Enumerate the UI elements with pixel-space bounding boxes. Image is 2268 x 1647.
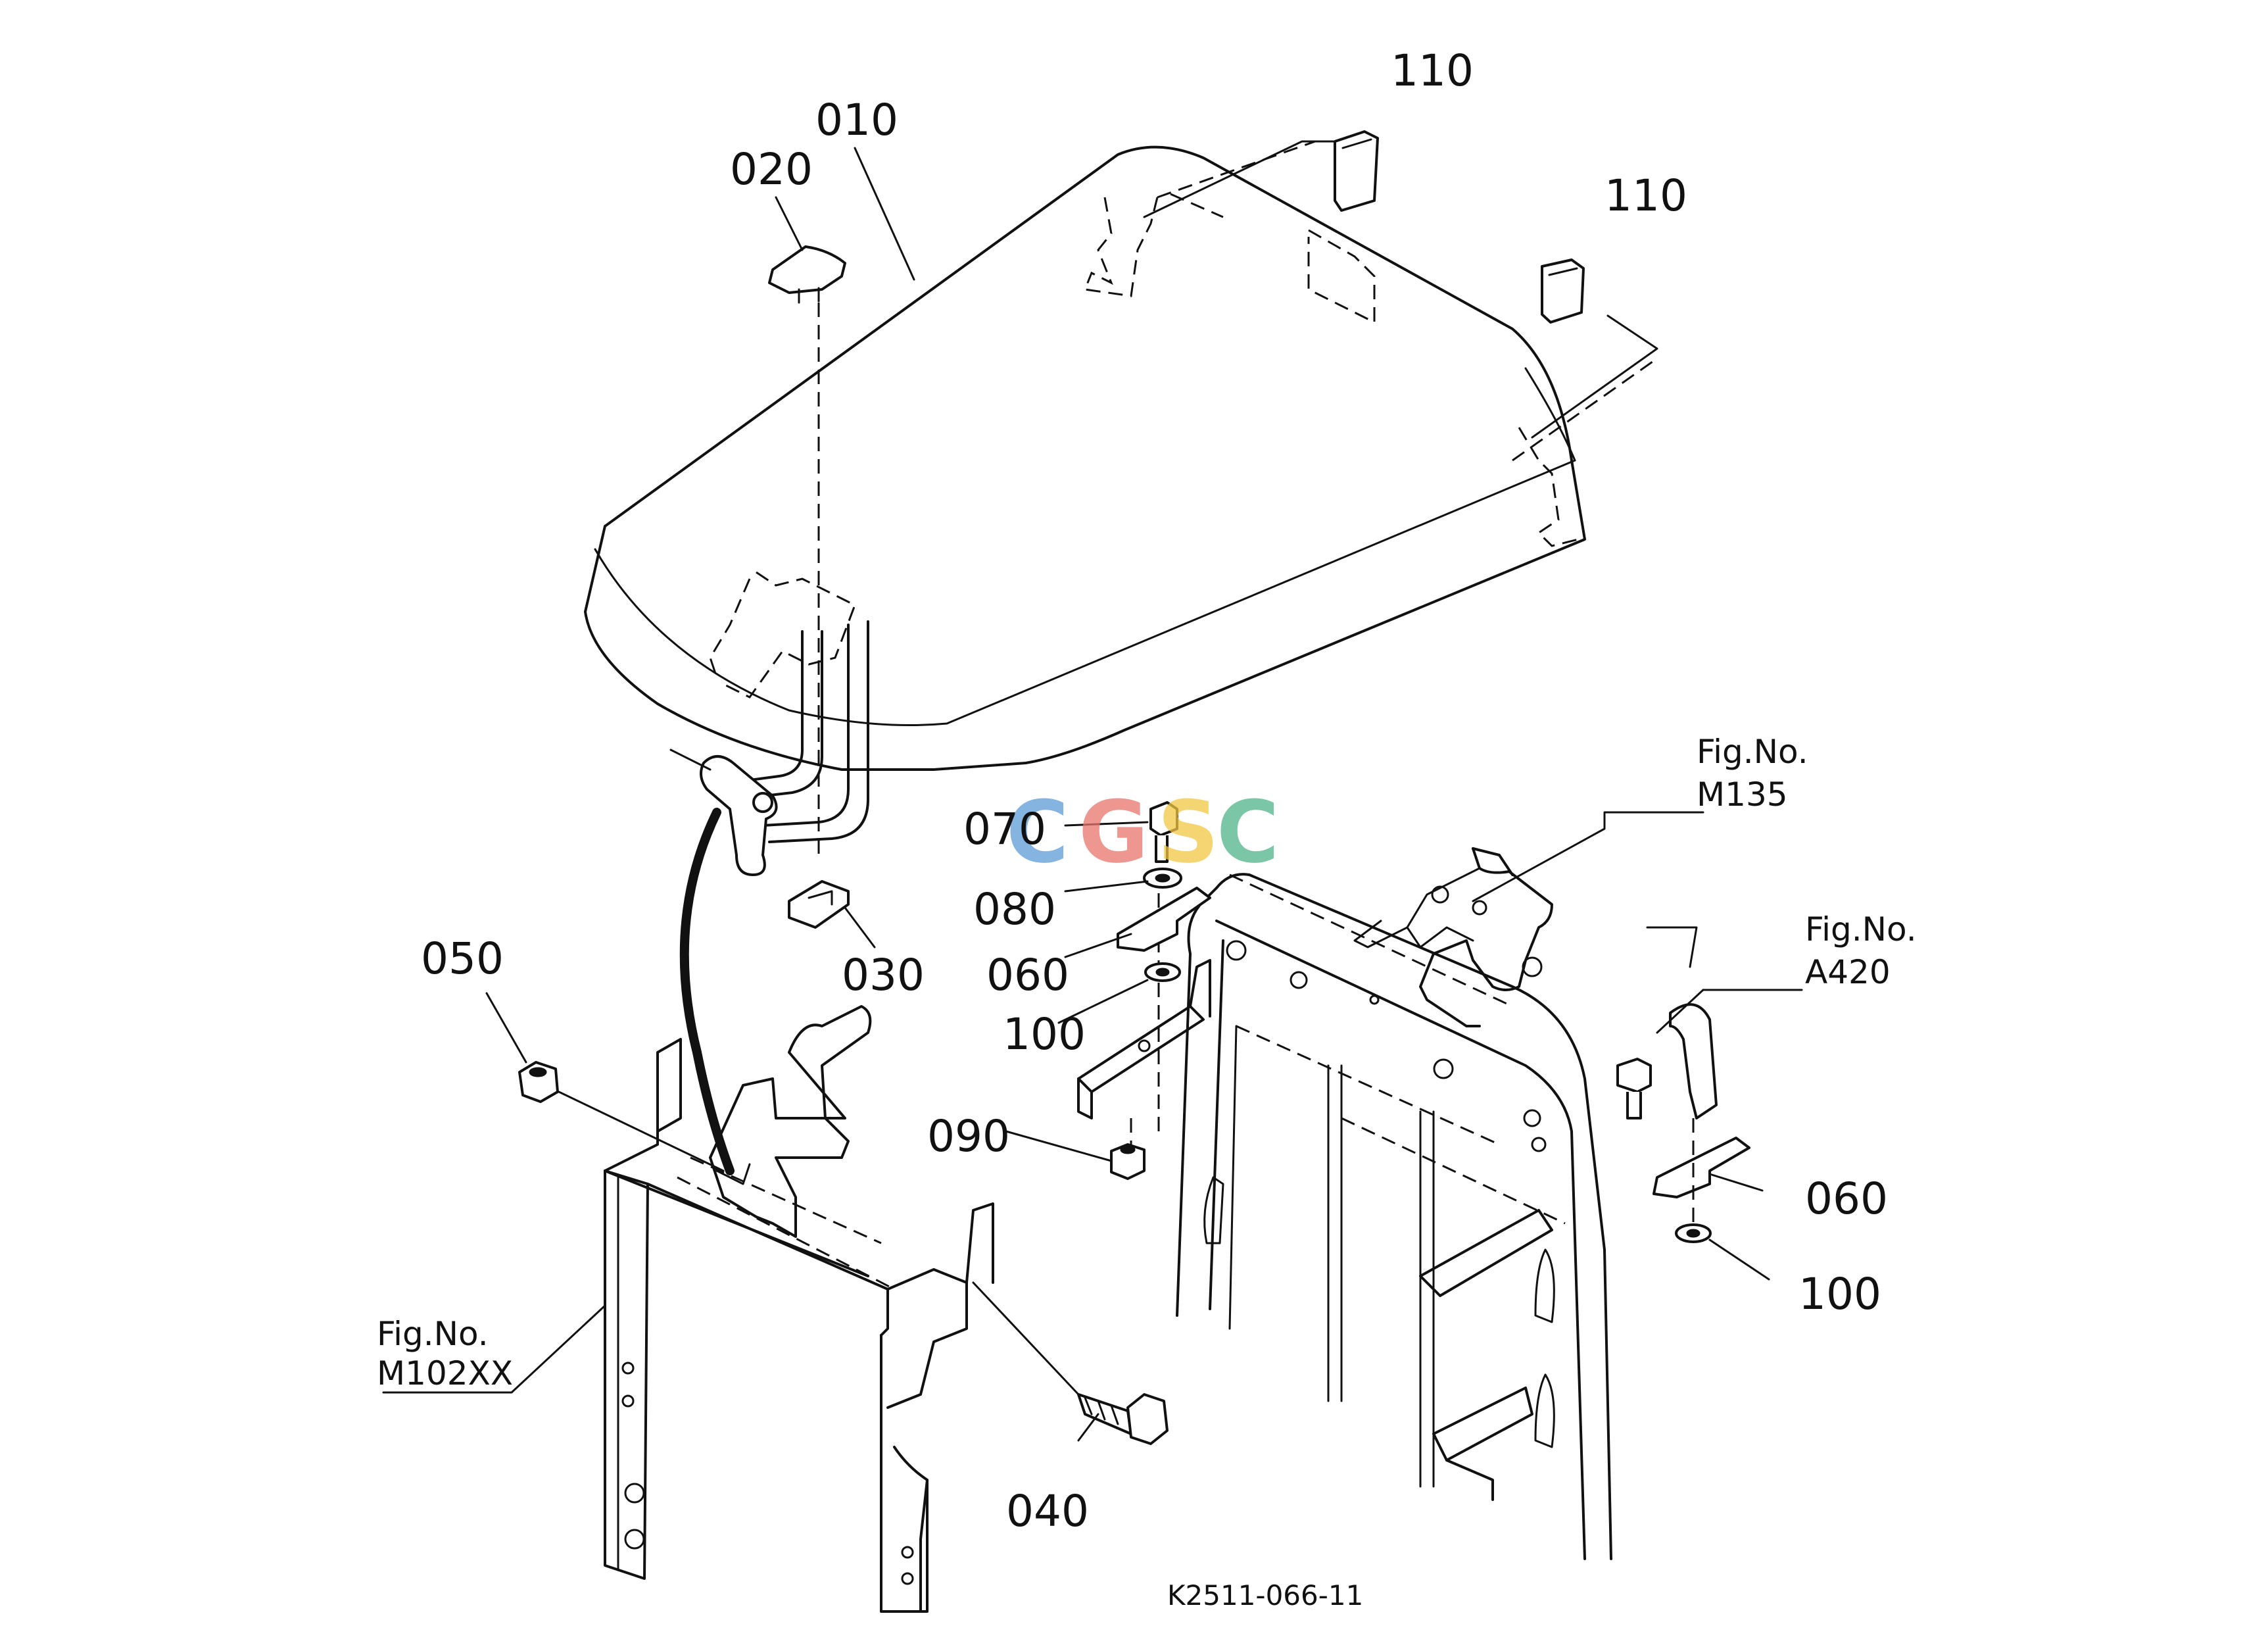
watermark-letter-3: S	[1157, 782, 1219, 882]
label-part-060-left: 060	[986, 950, 1069, 1000]
plate-060a	[1117, 887, 1211, 952]
watermark-letter-2: G	[1078, 782, 1149, 882]
label-part-080: 080	[973, 884, 1056, 935]
label-part-040: 040	[1006, 1486, 1089, 1536]
label-part-050: 050	[421, 933, 504, 984]
diagram-code: K2511-066-11	[1167, 1579, 1363, 1611]
axis-050	[558, 1091, 725, 1172]
washer-100b	[1675, 1223, 1712, 1243]
bolt-040	[1077, 1393, 1169, 1445]
clip-030	[788, 880, 850, 929]
plate-060b	[1653, 1137, 1750, 1198]
leader-110a	[1143, 140, 1343, 218]
bracket-a420	[1669, 1003, 1718, 1119]
nut-050	[518, 1061, 559, 1103]
left-frame	[604, 1005, 994, 1613]
fig-ref-m102xx-caption: Fig.No.	[377, 1315, 489, 1353]
cap-110a	[1334, 130, 1379, 212]
roof-canopy	[584, 140, 1658, 771]
cap-110b	[1541, 258, 1585, 324]
watermark-letter-4: C	[1217, 782, 1279, 882]
nut-090	[1110, 1143, 1146, 1180]
fig-ref-a420-caption: Fig.No.	[1805, 910, 1917, 948]
fig-ref-m135-caption: Fig.No.	[1697, 733, 1808, 771]
label-part-090: 090	[927, 1111, 1010, 1162]
fig-ref-m135-number: M135	[1697, 775, 1788, 814]
roof-support-bracket	[669, 620, 869, 876]
label-part-110-right: 110	[1604, 170, 1687, 221]
bolt-a420	[1616, 1058, 1652, 1119]
watermark: C G S C	[1006, 782, 1279, 882]
axis-040	[972, 1281, 1080, 1396]
label-part-110-top: 110	[1391, 45, 1474, 96]
leader-lines	[382, 147, 1803, 1442]
washer-100a	[1144, 962, 1181, 982]
watermark-letter-1: C	[1006, 782, 1069, 882]
figure-references: Fig.No. M135 Fig.No. A420 Fig.No. M102XX	[377, 733, 1917, 1392]
label-part-030: 030	[842, 950, 925, 1000]
part-labels: 010 020 030 040 050 060 060 070 080 090 …	[421, 45, 1888, 1536]
label-part-060-right: 060	[1805, 1173, 1888, 1224]
label-part-020: 020	[730, 144, 813, 195]
right-frame	[1176, 847, 1612, 1560]
leader-110b	[1531, 314, 1658, 439]
washer-080	[1143, 868, 1182, 889]
knob-020	[768, 245, 846, 304]
wiring-harness	[679, 808, 735, 1175]
label-part-100-right: 100	[1798, 1269, 1881, 1319]
fig-ref-m102xx-number: M102XX	[377, 1354, 513, 1392]
bolt-070	[1149, 801, 1178, 863]
label-part-100-left: 100	[1003, 1009, 1086, 1060]
fig-ref-a420-number: A420	[1805, 953, 1891, 991]
bracket-left-mount	[1077, 959, 1211, 1119]
label-part-010: 010	[815, 95, 898, 145]
label-part-070: 070	[963, 804, 1046, 854]
